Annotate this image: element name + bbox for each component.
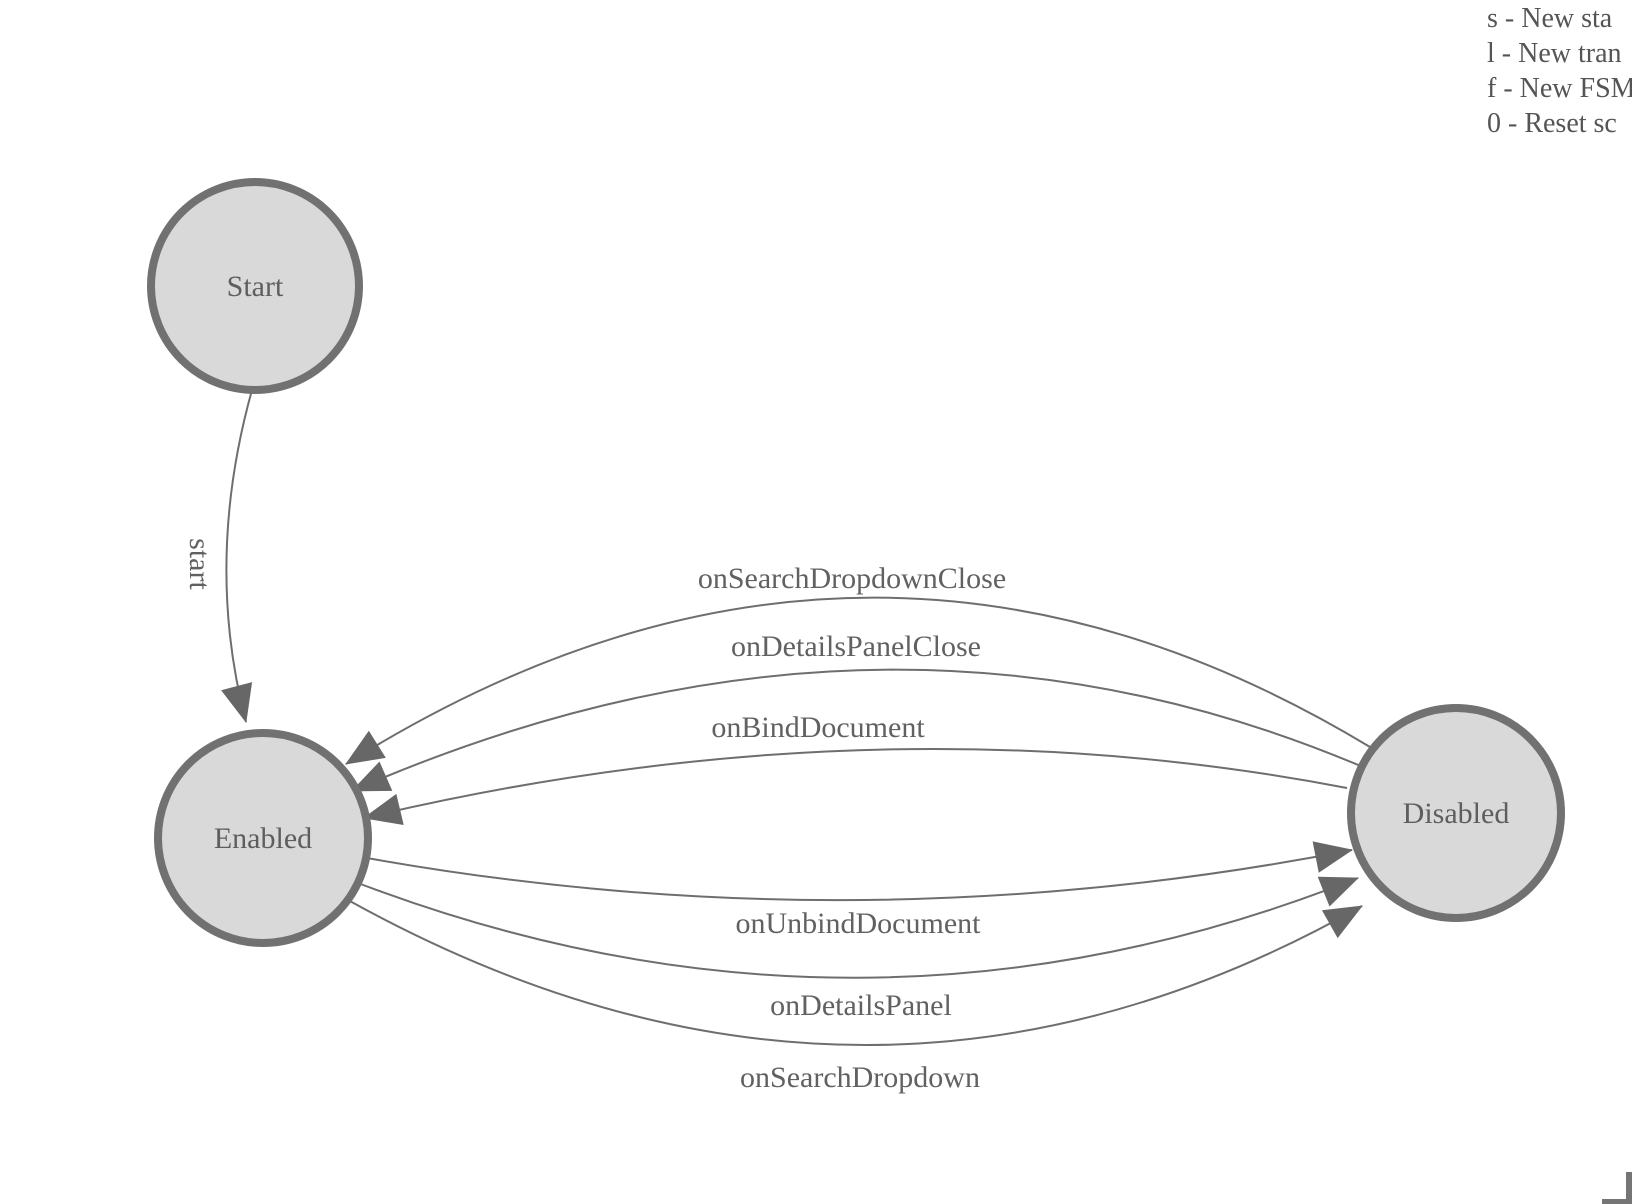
state-node-enabled[interactable]: Enabled [154,729,372,947]
edge-onDetailsPanelClose-line[interactable] [351,668,1364,792]
edge-onDetailsPanelClose[interactable]: onDetailsPanelClose [351,630,1364,792]
legend-line-new-transition: l - New tran [1487,38,1622,69]
edge-onUnbindDocument-label: onUnbindDocument [736,907,982,940]
state-node-disabled-label: Disabled [1403,797,1510,830]
edge-onSearchDropdown-label: onSearchDropdown [740,1061,980,1094]
edge-onDetailsPanel[interactable]: onDetailsPanel [357,876,1359,1022]
edge-onSearchDropdown-line[interactable] [347,899,1363,1046]
edge-onBindDocument-line[interactable] [363,747,1348,826]
edge-onDetailsPanel-label: onDetailsPanel [770,989,952,1022]
legend-line-new-state: s - New sta [1487,3,1613,34]
canvas-corner-bracket [1602,1172,1632,1204]
edge-start[interactable]: start [183,389,253,723]
state-node-enabled-label: Enabled [214,822,312,855]
state-circle [1347,704,1565,922]
edge-start-line[interactable] [221,389,253,723]
edge-start-label: start [183,538,216,590]
edge-onBindDocument[interactable]: onBindDocument [363,711,1348,826]
edge-onBindDocument-label: onBindDocument [711,711,925,744]
state-circle [154,729,372,947]
edge-onSearchDropdownClose[interactable]: onSearchDropdownClose [345,562,1371,765]
edge-onSearchDropdownClose-label: onSearchDropdownClose [698,562,1006,595]
edge-onSearchDropdown[interactable]: onSearchDropdown [347,899,1363,1094]
legend-line-reset: 0 - Reset sc [1487,108,1617,139]
state-node-start-label: Start [227,270,284,303]
state-node-disabled[interactable]: Disabled [1347,704,1565,922]
state-circle [147,178,363,394]
edge-onDetailsPanelClose-label: onDetailsPanelClose [731,630,981,663]
edge-onDetailsPanel-line[interactable] [357,876,1359,979]
edge-onUnbindDocument-line[interactable] [366,841,1353,902]
edge-onSearchDropdownClose-line[interactable] [345,596,1371,765]
edge-onUnbindDocument[interactable]: onUnbindDocument [366,841,1353,940]
legend-line-new-fsm: f - New FSM [1487,73,1632,104]
state-node-start[interactable]: Start [147,178,363,394]
shortcut-legend: s - New sta l - New tran f - New FSM 0 -… [1487,1,1632,141]
